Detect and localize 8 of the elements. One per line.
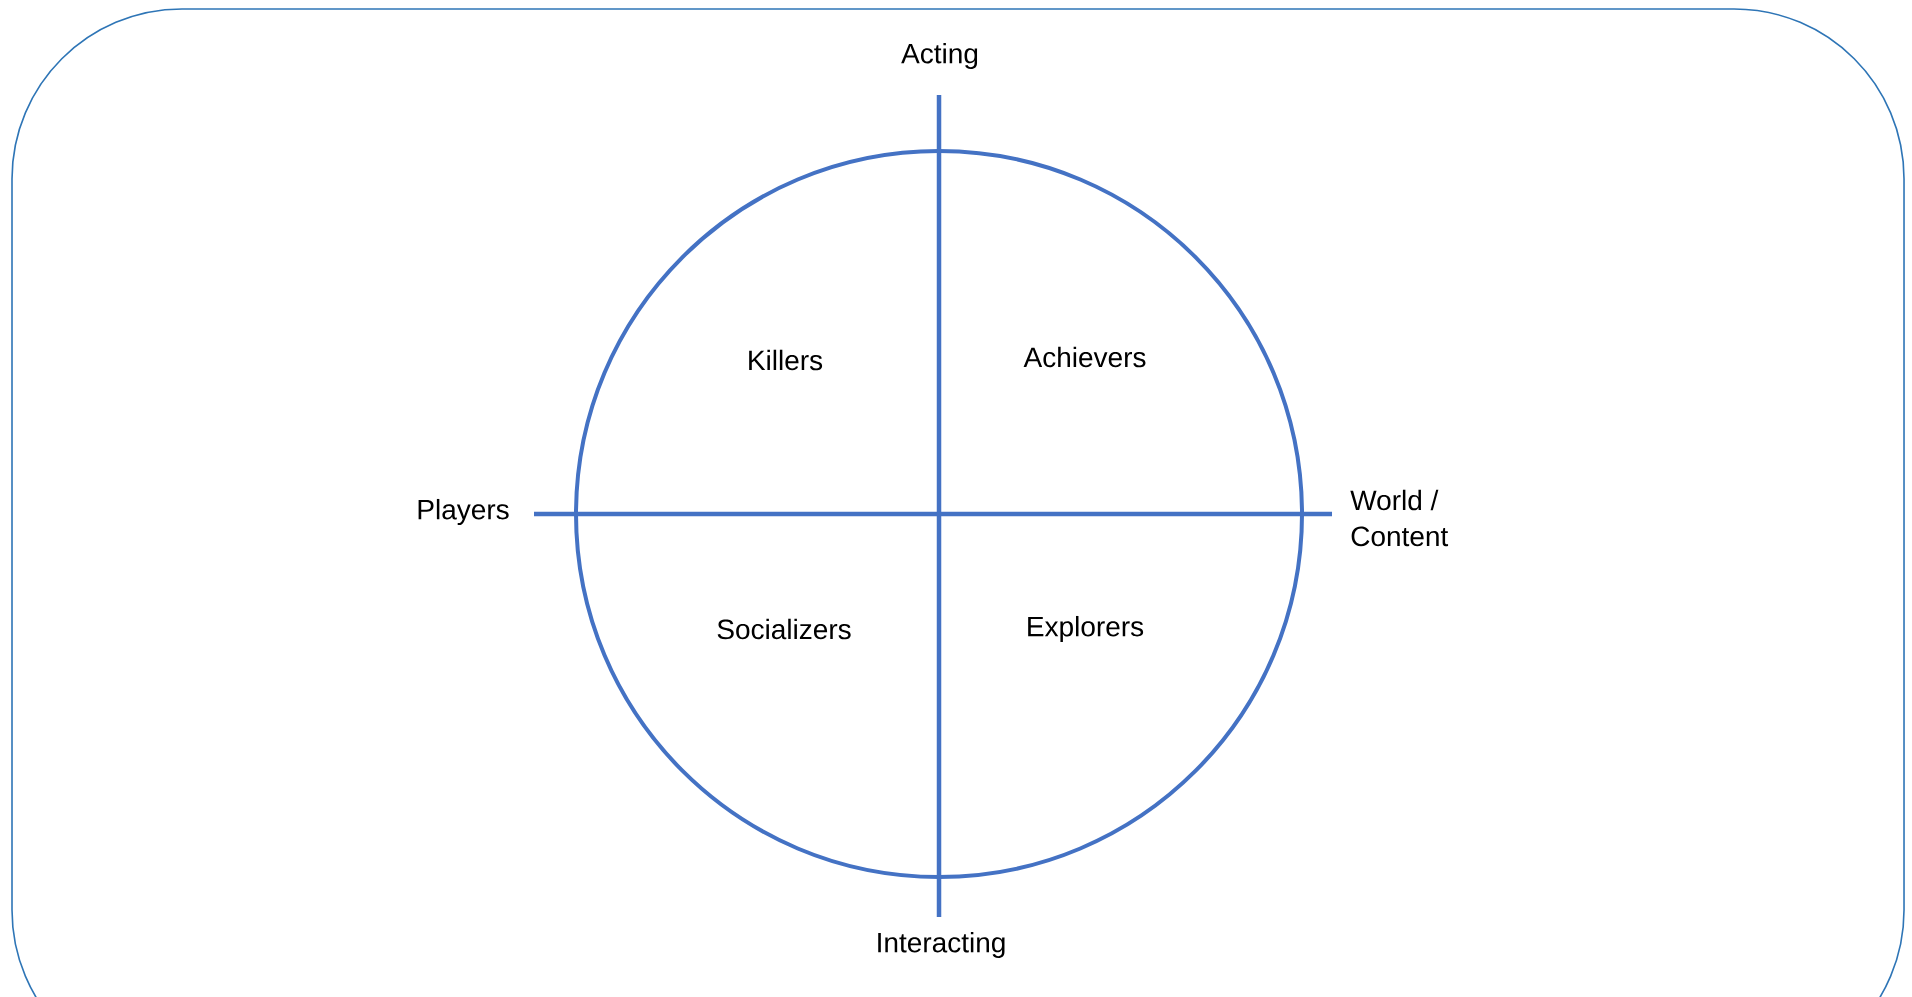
axis-label: Players [418, 498, 509, 526]
axis-label: World / Content [1350, 489, 1449, 547]
axis-label: Interacting [878, 931, 1005, 959]
quadrant-label: Achievers [1023, 346, 1146, 368]
quadrant-label: Killers [749, 349, 823, 371]
axis-label: Acting [901, 42, 978, 70]
quadrant-label: Explorers [1028, 615, 1144, 643]
quadrant-label: Socializers [717, 618, 851, 640]
